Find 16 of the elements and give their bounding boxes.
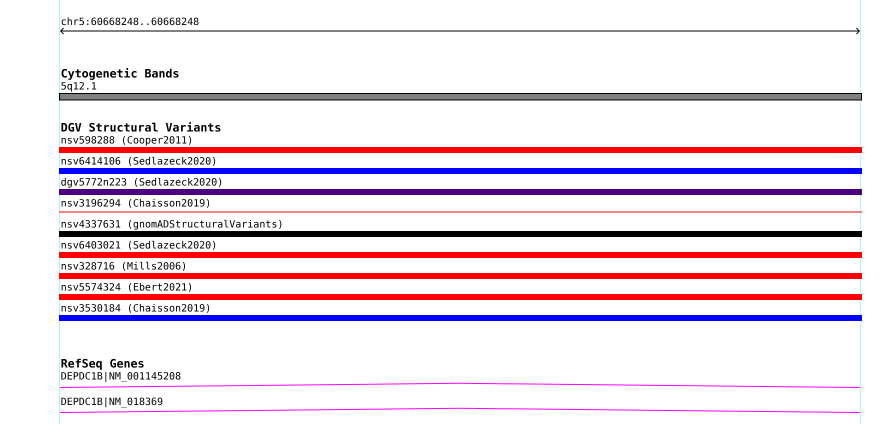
variant-label: nsv598288 (Cooper2011) bbox=[62, 136, 192, 146]
variant-label: nsv4337631 (gnomADStructuralVariants) bbox=[62, 220, 282, 230]
variant-label: nsv328716 (Mills2006) bbox=[62, 262, 186, 271]
coordinate-label: chr5:60668248..60668248 bbox=[62, 17, 199, 26]
gene-label: DEPDC1B|NM_018369 bbox=[61, 397, 162, 408]
variant-label: nsv6414106 (Sedlazeck2020) bbox=[62, 156, 216, 166]
band-label: 5q12.1 bbox=[61, 82, 96, 92]
variant-label: nsv3196294 (Chaisson2019) bbox=[62, 198, 210, 208]
track-title: DGV Structural Variants bbox=[62, 122, 220, 132]
variant-label: dgv5772n223 (Sedlazeck2020) bbox=[61, 178, 222, 188]
track-title: RefSeq Genes bbox=[61, 358, 144, 370]
variant-label: nsv6403021 (Sedlazeck2020) bbox=[62, 240, 216, 250]
variant-label: nsv3530184 (Chaisson2019) bbox=[62, 304, 210, 313]
variant-label: nsv5574324 (Ebert2021) bbox=[62, 282, 192, 292]
track-title: Cytogenetic Bands bbox=[62, 68, 178, 80]
gene-label: DEPDC1B|NM_001145208 bbox=[61, 372, 180, 382]
